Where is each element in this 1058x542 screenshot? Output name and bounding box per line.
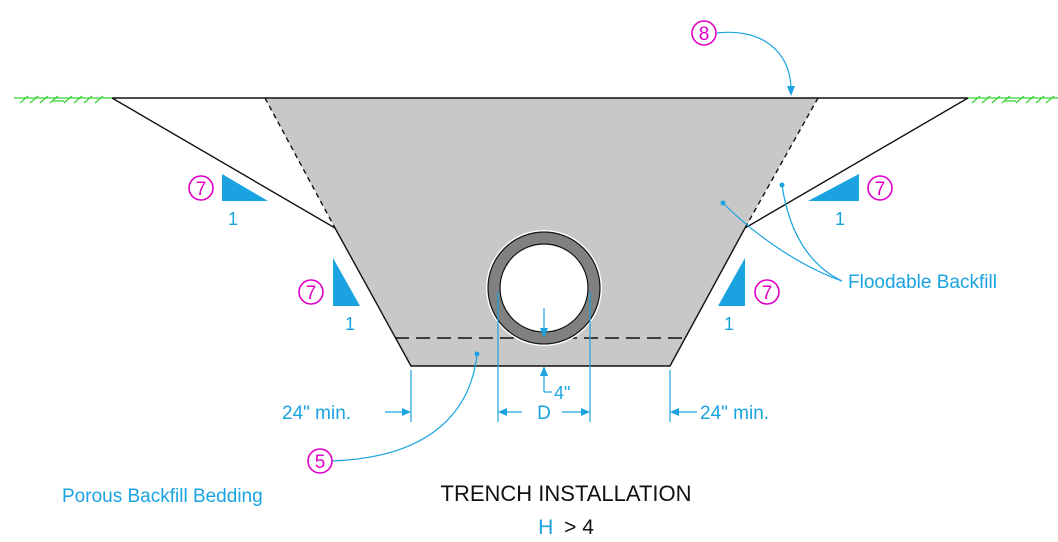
svg-text:7: 7 (196, 179, 207, 200)
svg-text:7: 7 (306, 283, 317, 304)
floodable-backfill-label: Floodable Backfill (848, 272, 997, 293)
svg-text:5: 5 (315, 452, 326, 473)
dimension-bedding-depth: 4" (540, 308, 570, 403)
grass-hatch-icon-right (968, 95, 1058, 104)
svg-text:8: 8 (699, 24, 710, 45)
callout-slope-upper-left: 7 (188, 175, 214, 201)
floodable-backfill-label-group: Floodable Backfill (720, 182, 997, 293)
callout-slope-lower-left: 7 (298, 279, 324, 305)
slope-triangle-icon-upper-right: 1 (808, 174, 859, 229)
slope-triangle-icon-lower-left: 1 (333, 258, 360, 334)
svg-text:24" min.: 24" min. (700, 403, 769, 424)
drawing-title: TRENCH INSTALLATION (441, 481, 692, 506)
dimension-24-min-right: 24" min. (669, 370, 769, 424)
grass-hatch-icon-left (14, 95, 112, 104)
subtitle-condition: > 4 (564, 516, 594, 539)
dimension-pipe-diameter: D (497, 292, 591, 424)
svg-text:7: 7 (875, 179, 886, 200)
slope-triangle-icon-upper-left: 1 (222, 174, 268, 229)
drawing-subtitle: H > 4 (538, 516, 594, 539)
backfill-limit-right (744, 97, 819, 229)
callout-bedding: 5 (307, 351, 480, 474)
svg-text:7: 7 (762, 283, 773, 304)
trench-outline (111, 97, 969, 367)
svg-text:H > 4: H > 4 (538, 516, 594, 539)
svg-text:24" min.: 24" min. (282, 403, 351, 424)
svg-text:D: D (537, 403, 551, 424)
pipe-cross-section-icon (486, 230, 602, 346)
svg-text:1: 1 (345, 314, 355, 334)
porous-backfill-bedding-label: Porous Backfill Bedding (62, 486, 263, 507)
svg-text:4": 4" (554, 383, 570, 403)
svg-text:1: 1 (228, 209, 238, 229)
backfill-limit-left (264, 97, 336, 229)
svg-text:1: 1 (724, 314, 734, 334)
svg-text:1: 1 (835, 209, 845, 229)
callout-slope-upper-right: 7 (867, 175, 893, 201)
callout-slope-lower-right: 7 (754, 279, 780, 305)
callout-surface: 8 (691, 20, 795, 96)
slope-triangle-icon-lower-right: 1 (718, 258, 745, 334)
dimension-24-min-left: 24" min. (282, 370, 412, 424)
subtitle-variable: H (538, 516, 553, 539)
